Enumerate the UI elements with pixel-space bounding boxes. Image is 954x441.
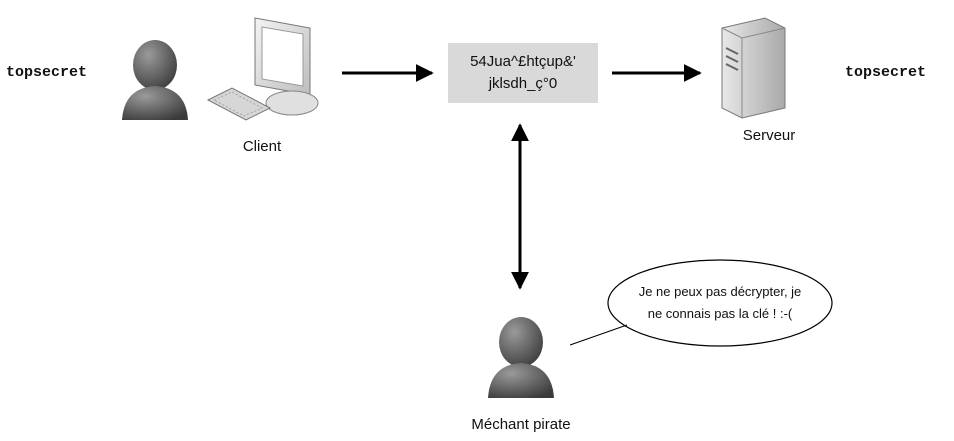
ciphertext-box: 54Jua^£htçup&' jklsdh_ç°0 [448, 43, 598, 103]
client-computer-icon [206, 17, 319, 121]
speech-text: Je ne peux pas décrypter, je ne connais … [612, 281, 828, 325]
speech-bubble [607, 259, 833, 347]
server-label: Serveur [742, 127, 796, 144]
client-label: Client [242, 138, 282, 155]
speech-line-2: ne connais pas la clé ! :-( [647, 306, 793, 321]
ciphertext-line-1: 54Jua^£htçup&' [470, 53, 576, 70]
server-secret: topsecret [845, 64, 927, 81]
client-secret: topsecret [6, 64, 88, 81]
client-user-icon [122, 40, 188, 120]
speech-line-1: Je ne peux pas décrypter, je [638, 284, 802, 299]
attacker-user-icon [488, 317, 554, 398]
server-icon [721, 17, 786, 119]
attacker-label: Méchant pirate [471, 416, 571, 433]
speech-bubble-tail [569, 324, 628, 346]
ciphertext-line-2: jklsdh_ç°0 [488, 75, 558, 92]
